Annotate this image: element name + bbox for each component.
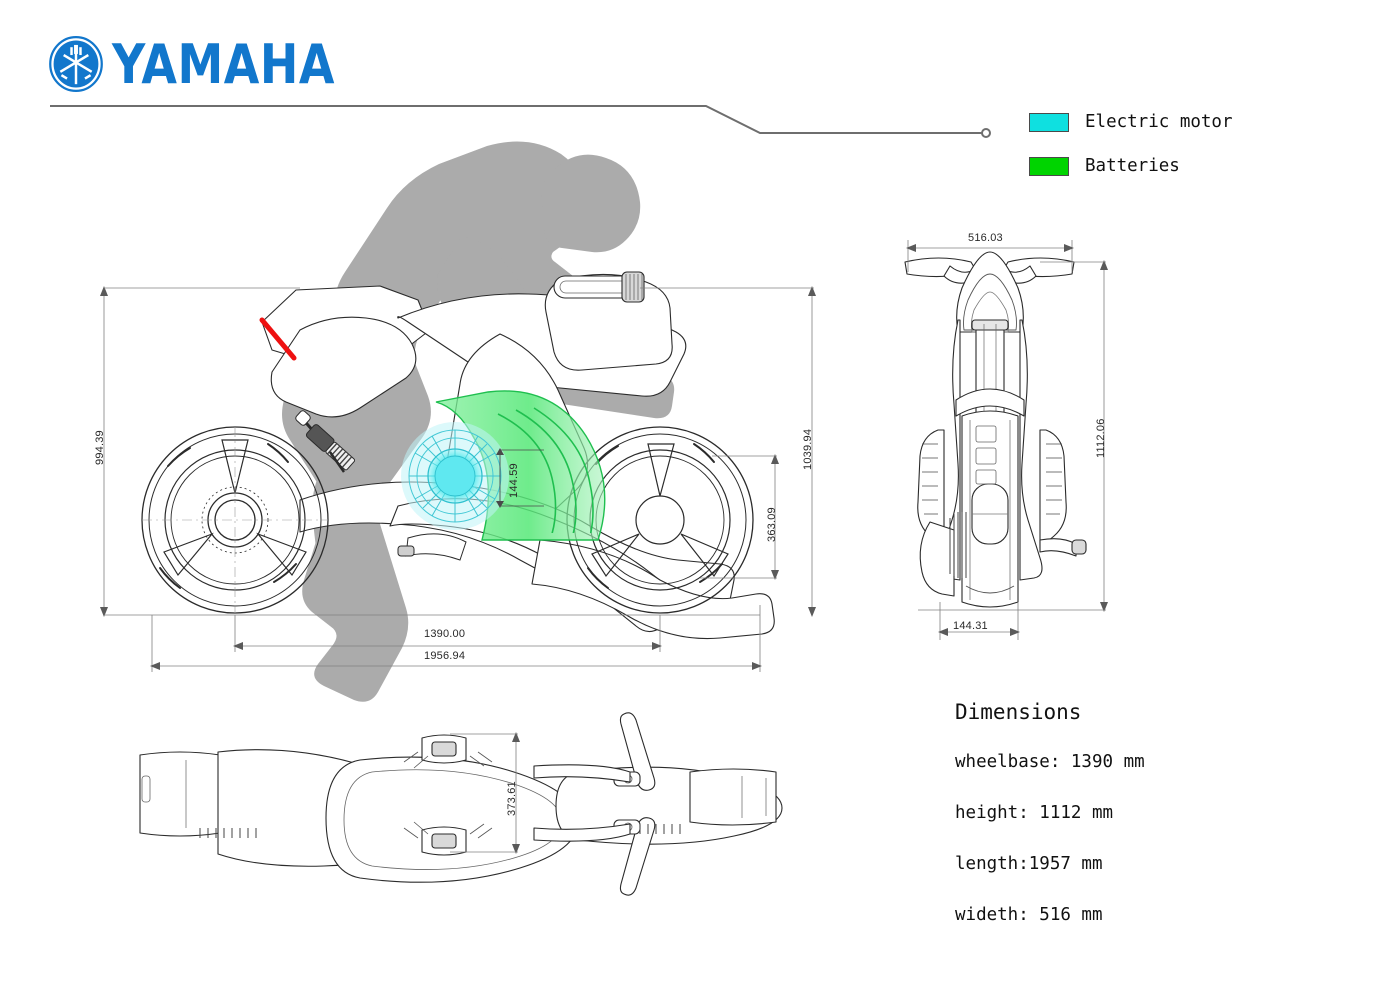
yamaha-wordmark: YAMAHA — [112, 32, 335, 96]
dimension-label-front-width: 516.03 — [968, 232, 1003, 244]
dimension-wheelbase: wheelbase: 1390 mm — [955, 752, 1145, 772]
rear-wheel — [141, 426, 329, 614]
side-view-dimension-lines — [100, 286, 816, 672]
electric-motor-highlight — [401, 422, 509, 530]
dimension-label-front-tire-width: 144.31 — [953, 620, 988, 632]
yamaha-tuning-fork-icon — [49, 36, 103, 92]
dimensions-title: Dimensions — [955, 700, 1082, 724]
dimension-label-side-height-right: 1039.94 — [802, 428, 814, 470]
top-view-dimension-lines — [450, 732, 520, 854]
color-swatch-icon — [1029, 156, 1069, 176]
dimension-label-overall-length: 1956.94 — [424, 650, 466, 662]
dimension-label-side-height-left: 994.39 — [94, 430, 106, 465]
front-view-dimension-lines — [906, 240, 1108, 640]
side-view — [100, 141, 816, 702]
dimension-height: height: 1112 mm — [955, 803, 1114, 823]
top-view — [139, 712, 783, 896]
dimension-label-motor: 144.59 — [508, 463, 520, 498]
legend-item-electric-motor: Electric motor — [1029, 100, 1359, 144]
tail-light-accent — [259, 317, 297, 361]
rear-shock-absorber — [295, 410, 356, 473]
yamaha-brand-logo: YAMAHA — [48, 36, 335, 92]
dimensions-panel: Dimensions wheelbase: 1390 mm height: 11… — [955, 700, 1335, 956]
color-swatch-icon — [1029, 112, 1069, 132]
dimension-length: length:1957 mm — [955, 854, 1103, 874]
front-view — [904, 240, 1108, 640]
legend: Electric motor Batteries — [1029, 100, 1359, 188]
dimension-label-top-width: 373.61 — [506, 781, 518, 816]
side-view-handlebar — [553, 271, 645, 303]
header-leader-line — [50, 105, 991, 138]
dimension-width: wideth: 516 mm — [955, 905, 1103, 925]
dimension-label-seat-height: 363.09 — [766, 507, 778, 542]
footpeg — [397, 533, 467, 561]
legend-label-electric-motor: Electric motor — [1085, 112, 1233, 132]
dimension-label-wheelbase: 1390.00 — [424, 628, 466, 640]
legend-item-batteries: Batteries — [1029, 144, 1359, 188]
legend-label-batteries: Batteries — [1085, 156, 1180, 176]
dimension-label-front-height: 1112.06 — [1095, 418, 1107, 458]
dimension-motor-144 — [496, 448, 544, 508]
